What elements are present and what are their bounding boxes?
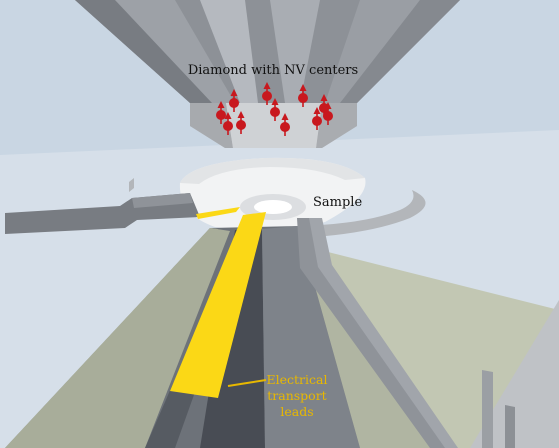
sample-label: Sample (313, 195, 362, 210)
leads-pointer-line (227, 379, 267, 387)
nv-center-icon (270, 98, 280, 121)
nv-center-icon (323, 102, 333, 125)
nv-center-icon (262, 82, 272, 105)
nv-centers (216, 82, 333, 136)
nv-center-icon (223, 112, 233, 135)
nv-center-icon (216, 101, 226, 124)
upper-anvil (75, 0, 460, 103)
nv-center-icon (298, 84, 308, 107)
leads-label-line-1: Electrical (267, 372, 328, 387)
transport-lead (170, 212, 266, 398)
background-post (482, 370, 493, 448)
nv-center-icon (229, 89, 239, 112)
nv-center-icon (236, 111, 246, 134)
nv-center-icon (280, 113, 290, 136)
right-wire (297, 218, 458, 448)
leads-label-line-2: transport (267, 388, 326, 403)
background-post (505, 405, 515, 448)
left-wire (5, 193, 200, 234)
leads-label-line-3: leads (280, 404, 313, 419)
nv-center-icon (312, 107, 322, 130)
wire-contact (196, 207, 240, 219)
diamond-label: Diamond with NV centers (188, 63, 358, 78)
